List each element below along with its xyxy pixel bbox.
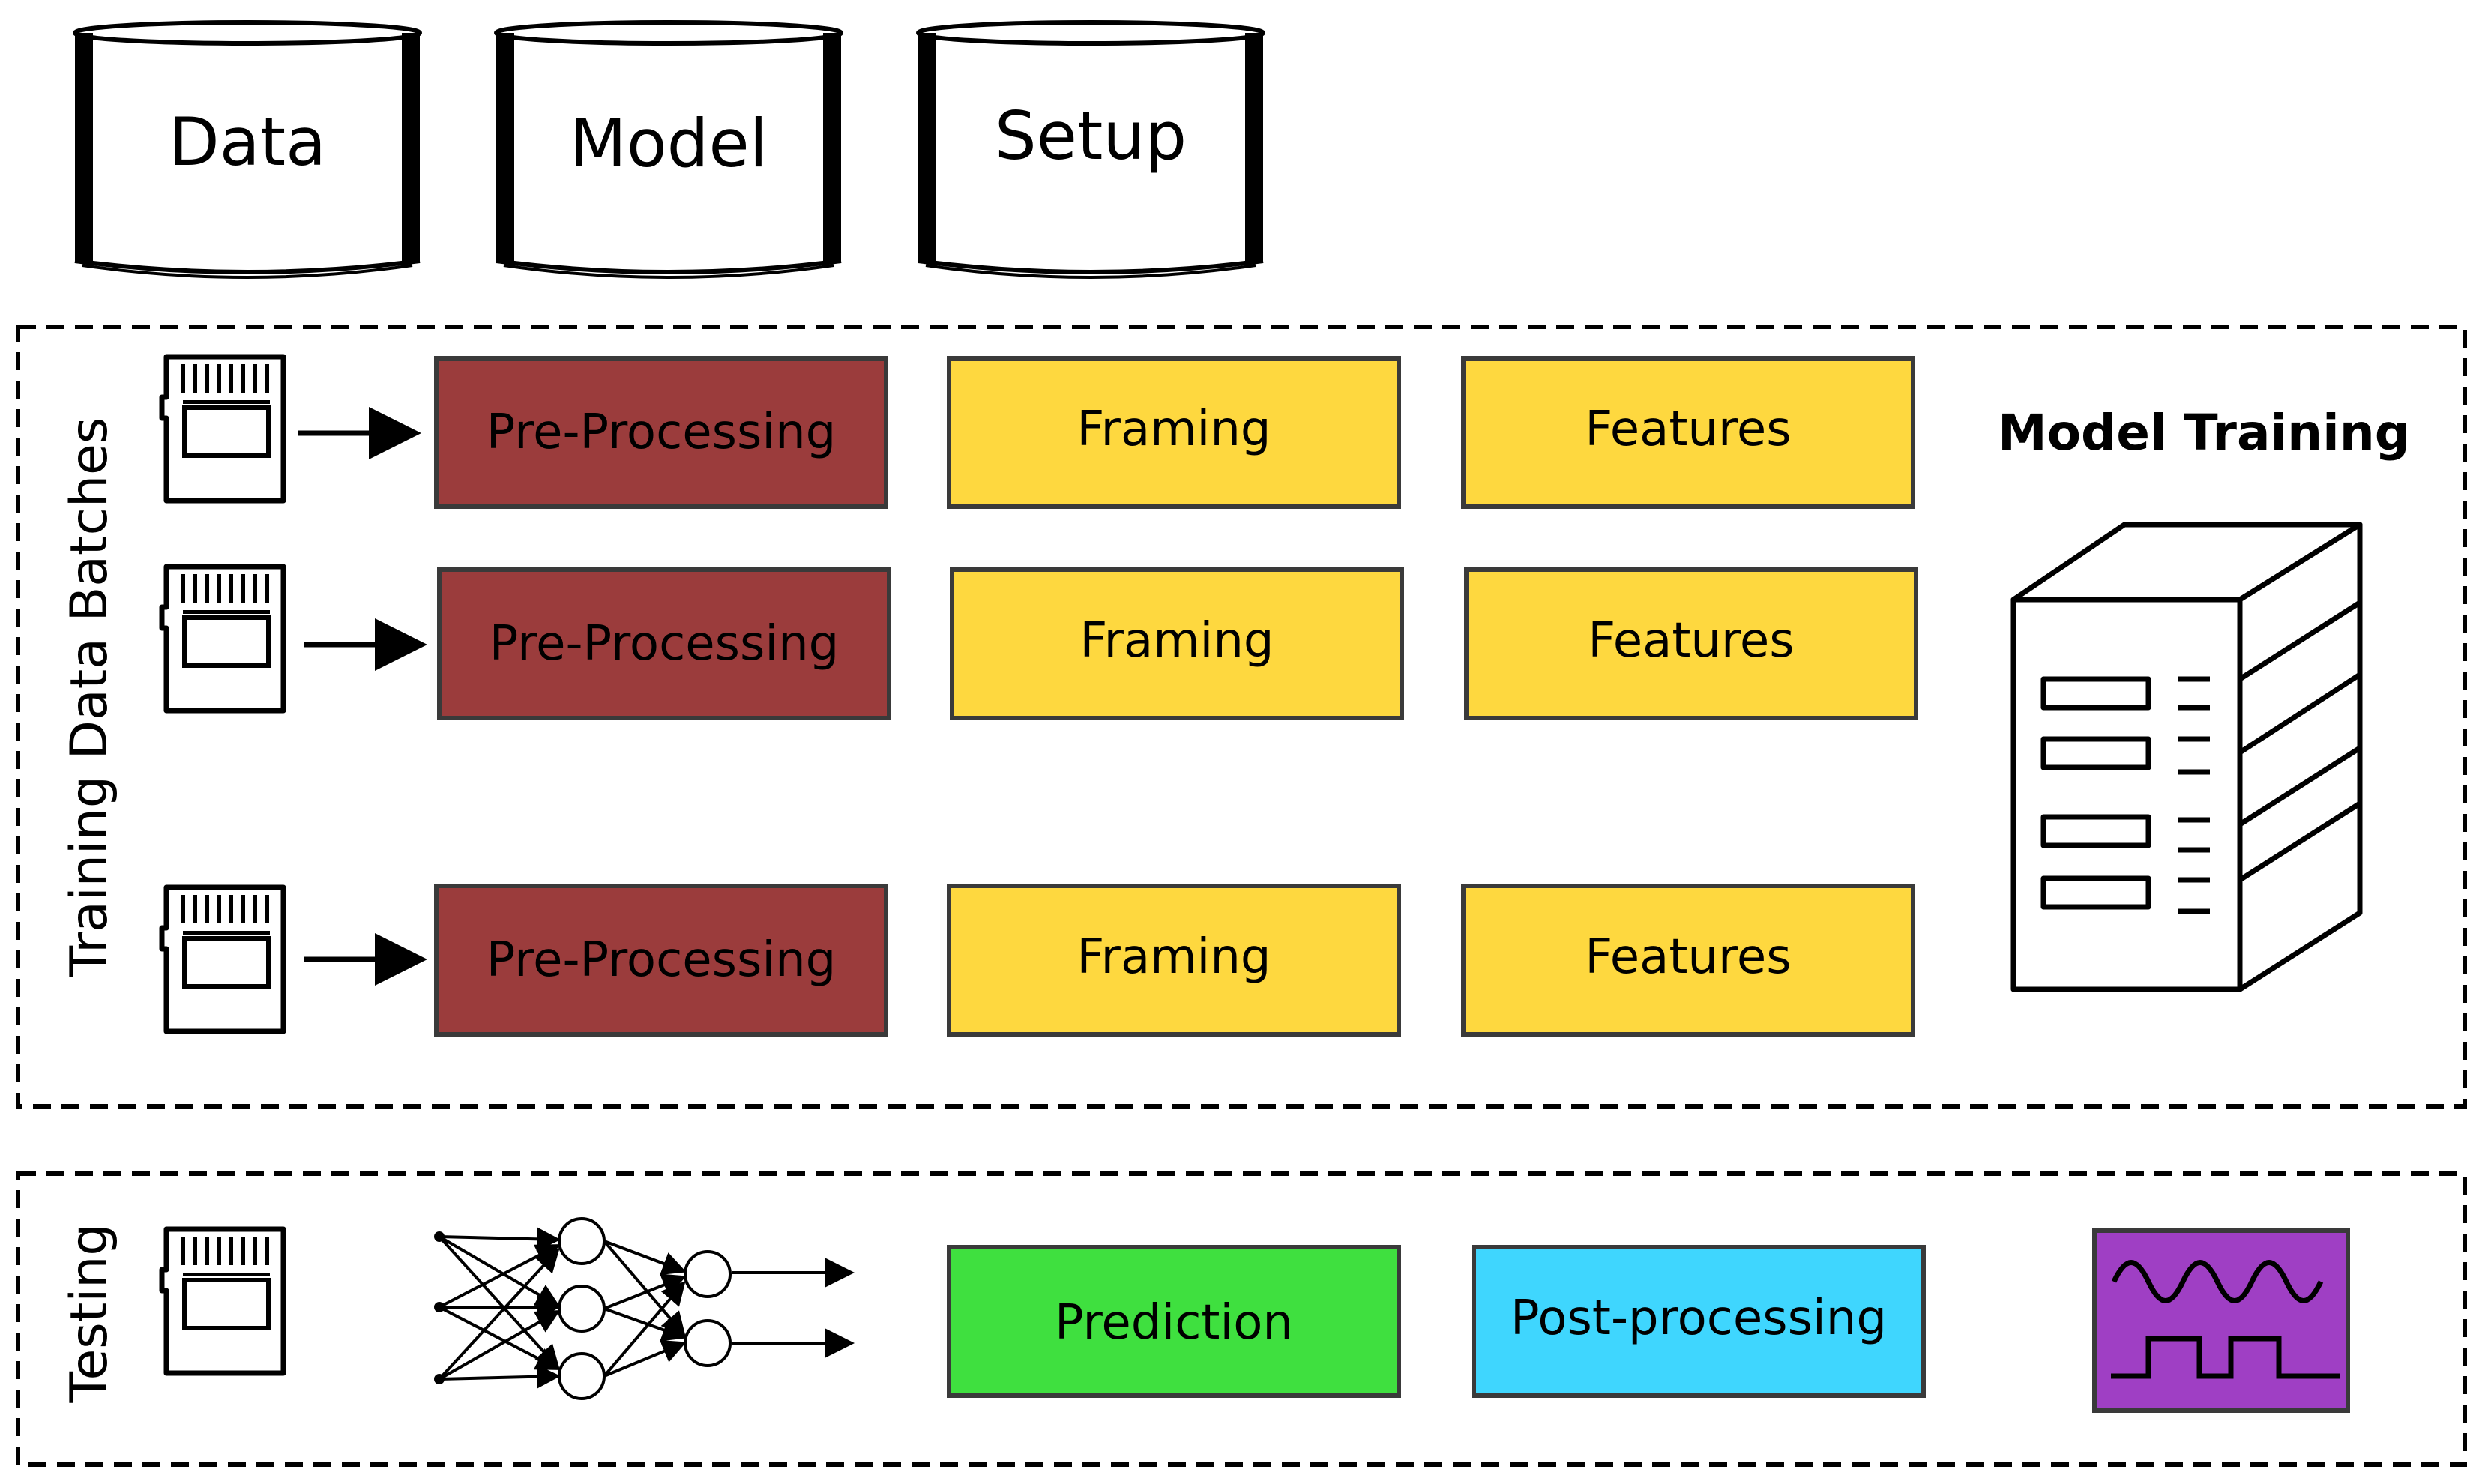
preprocessing-box [434, 884, 888, 1037]
model-database-label: Model [570, 105, 768, 182]
sd-card-icon [162, 567, 283, 711]
framing-label: Framing [1080, 613, 1274, 669]
framing-label: Framing [1077, 929, 1271, 985]
framing-box [947, 884, 1401, 1037]
framing-box [950, 567, 1404, 720]
setup-database-label: Setup [995, 97, 1187, 175]
prediction-label: Prediction [1055, 1295, 1293, 1351]
preprocessing-label: Pre-Processing [487, 932, 837, 988]
prediction-box [947, 1245, 1401, 1398]
model-training-title: Model Training [1998, 404, 2410, 462]
data-database-label: Data [169, 103, 326, 181]
training-section: Training Data Batches Pre-Processing Fra… [16, 325, 2467, 1109]
postprocessing-label: Post-processing [1510, 1291, 1887, 1346]
sd-card-icon [162, 887, 283, 1031]
features-label: Features [1588, 613, 1794, 669]
sd-card-icon [162, 357, 283, 501]
preprocessing-label: Pre-Processing [490, 616, 840, 672]
signal-waveform-icon [2092, 1228, 2350, 1413]
server-rack-icon [2010, 522, 2363, 992]
training-row: Pre-Processing Framing Features [162, 884, 1915, 1037]
sd-card-icon [162, 1229, 283, 1373]
framing-label: Framing [1077, 402, 1271, 457]
training-dashed-border [16, 325, 2467, 1109]
training-row: Pre-Processing Framing Features [162, 356, 1915, 509]
features-label: Features [1585, 929, 1791, 985]
postprocessing-box [1472, 1245, 1926, 1398]
testing-side-label: Testing [60, 1223, 119, 1403]
preprocessing-box [434, 356, 888, 509]
features-box [1461, 356, 1915, 509]
model-database: Model [496, 22, 841, 277]
training-side-label: Training Data Batches [60, 417, 119, 978]
training-row: Pre-Processing Framing Features [162, 567, 1918, 720]
framing-box [947, 356, 1401, 509]
data-database: Data [75, 22, 420, 277]
preprocessing-box [437, 567, 891, 720]
testing-dashed-border [16, 1171, 2467, 1467]
features-box [1461, 884, 1915, 1037]
features-box [1464, 567, 1918, 720]
setup-database: Setup [918, 22, 1263, 277]
preprocessing-label: Pre-Processing [487, 405, 837, 460]
neural-network-icon [434, 1217, 855, 1400]
features-label: Features [1585, 402, 1791, 457]
testing-section: Testing [16, 1171, 2467, 1467]
